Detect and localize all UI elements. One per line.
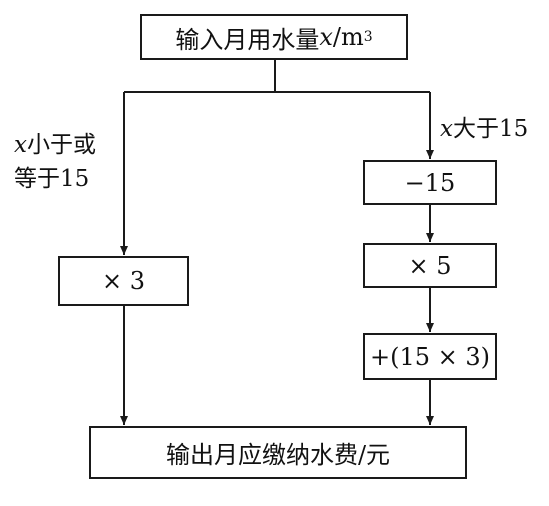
minus15-box: −15: [363, 160, 497, 205]
output-box: 输出月应缴纳水费/元: [89, 426, 467, 479]
input-box-sup: 3: [363, 29, 373, 45]
times5-text: × 5: [408, 251, 452, 280]
output-text: 输出月应缴纳水费/元: [165, 441, 391, 469]
times5-box: × 5: [363, 243, 497, 288]
left-condition-line2: 等于15: [14, 166, 90, 192]
input-box-var: x: [319, 23, 333, 51]
minus15-text: −15: [404, 168, 456, 197]
left-condition-var: x: [14, 132, 27, 158]
input-box-unit: /m: [332, 23, 364, 51]
input-box-prefix: 输入月用水量: [175, 25, 320, 54]
plus-text: +(15 × 3): [369, 342, 490, 371]
right-condition-var: x: [440, 116, 453, 142]
left-condition-label: x小于或 等于15: [14, 128, 96, 196]
plus-box: +(15 × 3): [363, 333, 497, 380]
right-condition-label: x大于15: [440, 112, 528, 146]
times3-text: × 3: [101, 267, 145, 295]
times3-box: × 3: [58, 256, 189, 306]
right-condition-text: 大于15: [452, 116, 529, 142]
left-condition-line1: 小于或: [26, 132, 96, 158]
